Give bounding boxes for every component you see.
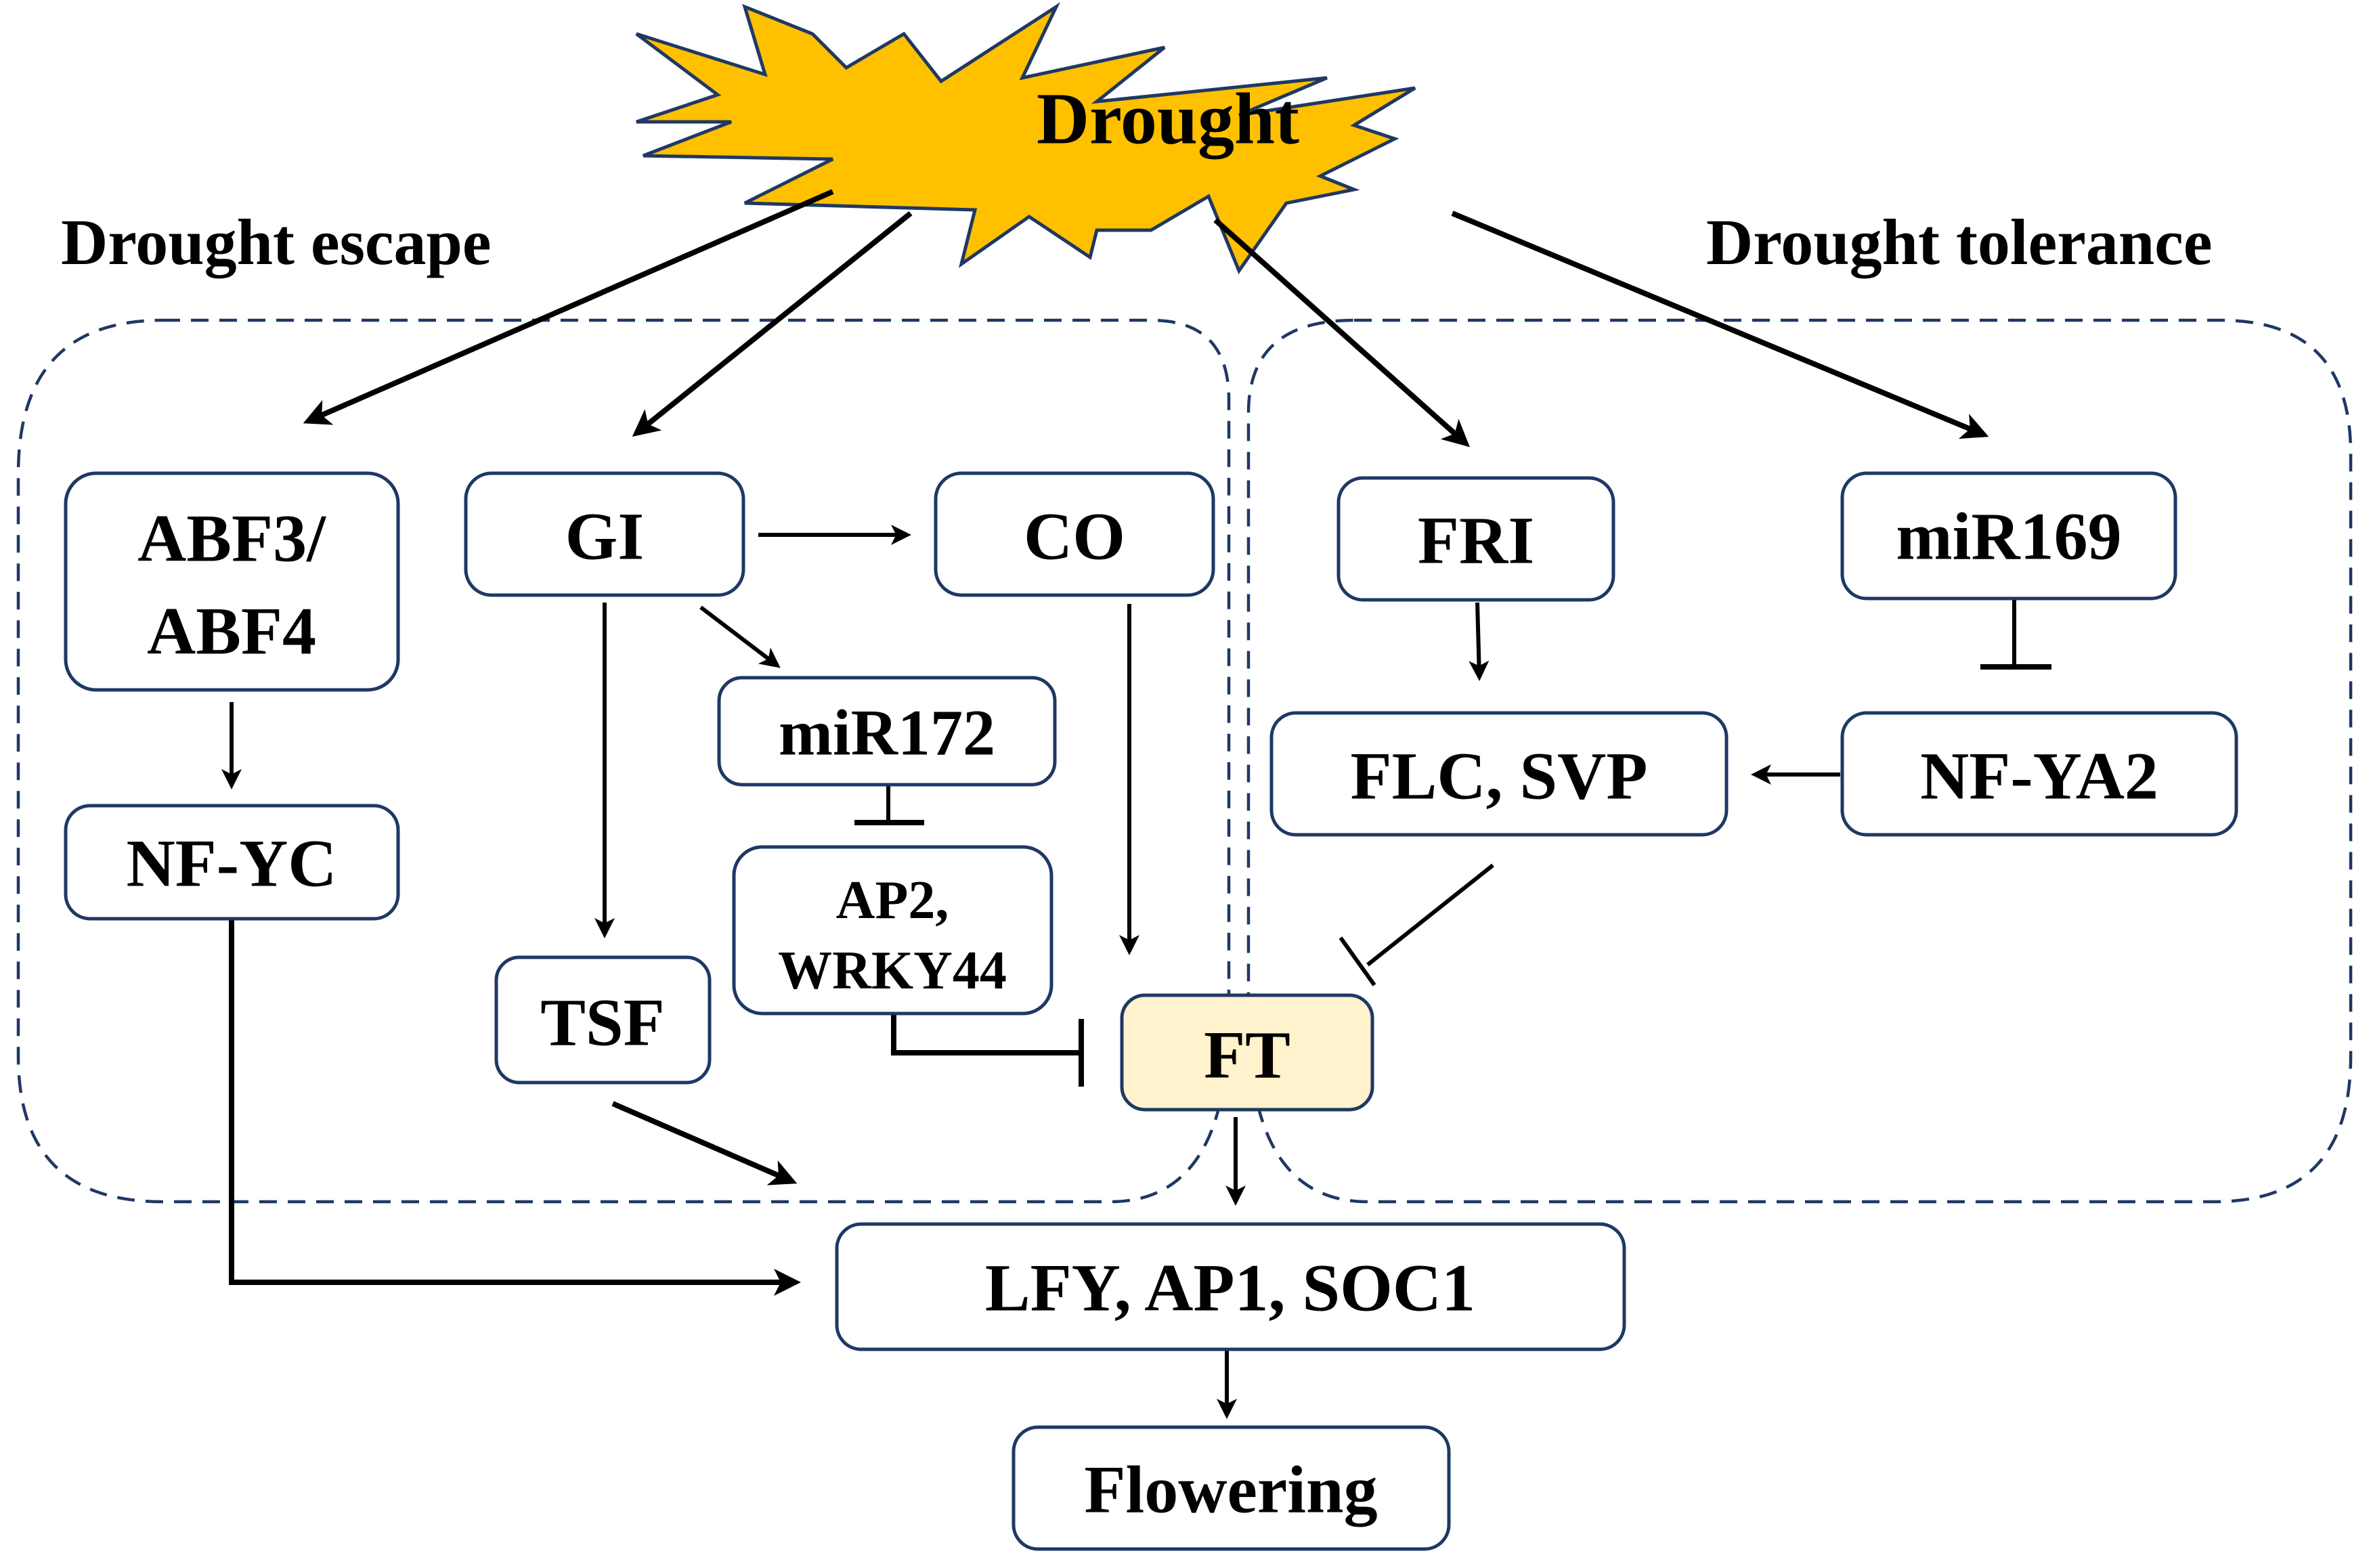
node-lfy-label: LFY, AP1, SOC1: [985, 1250, 1475, 1326]
node-gi: GI: [464, 471, 745, 597]
edge-gi-mir172: [699, 605, 781, 668]
node-ft: FT: [1120, 993, 1374, 1112]
node-abf3-abf4: ABF3/ ABF4: [64, 471, 400, 692]
node-ft-label: FT: [1204, 1018, 1290, 1093]
node-flc-label: FLC, SVP: [1351, 739, 1648, 814]
node-mir172-label: miR172: [779, 697, 995, 769]
node-flowering: Flowering: [1012, 1425, 1451, 1551]
drought-escape-group: [16, 318, 1231, 1204]
node-gi-label: GI: [565, 499, 645, 574]
edge-fri-flc: [1469, 602, 1490, 681]
node-fri-label: FRI: [1418, 503, 1534, 578]
edge-ap2-ft: [891, 1015, 1081, 1055]
edge-tsf-lfy: [611, 1101, 798, 1185]
node-co-label: CO: [1024, 499, 1125, 574]
node-mir172: miR172: [717, 676, 1057, 787]
drought-title: Drought: [1037, 79, 1299, 160]
node-abf-line2: ABF4: [147, 594, 316, 669]
node-flc-svp: FLC, SVP: [1269, 711, 1729, 837]
node-nfyc-label: NF-YC: [126, 826, 336, 901]
edge-nfyc-lfy: [229, 920, 801, 1296]
drought-starburst-icon: [635, 2, 1416, 275]
node-mir169: miR169: [1840, 471, 2177, 601]
node-ap2-wrky44: AP2, WRKY44: [732, 845, 1053, 1016]
node-nfya2-label: NF-YA2: [1920, 739, 2158, 814]
node-co: CO: [934, 471, 1215, 597]
drought-tolerance-group: [1246, 318, 2353, 1204]
edge-drought-fri: [1213, 218, 1470, 448]
node-tsf: TSF: [494, 955, 712, 1085]
drought-tolerance-label: Drought tolerance: [1706, 206, 2212, 278]
node-nf-ya2: NF-YA2: [1840, 711, 2238, 837]
node-abf-line1: ABF3/: [137, 501, 326, 576]
node-fri: FRI: [1336, 476, 1615, 602]
edge-drought-abf: [303, 189, 834, 425]
node-tsf-label: TSF: [540, 985, 664, 1060]
node-flowering-label: Flowering: [1084, 1452, 1377, 1527]
drought-escape-label: Drought escape: [61, 206, 492, 278]
node-ap2-line1: AP2,: [836, 871, 949, 930]
edge-drought-gi: [632, 211, 913, 437]
node-ap2-line2: WRKY44: [778, 941, 1007, 1001]
edge-drought-mir169: [1451, 211, 1989, 439]
inhibit-bar-ft-right: [1339, 936, 1376, 986]
node-lfy-ap1-soc1: LFY, AP1, SOC1: [835, 1222, 1626, 1351]
node-mir169-label: miR169: [1896, 499, 2121, 574]
node-nf-yc: NF-YC: [64, 804, 400, 921]
edge-flc-ft: [1366, 863, 1494, 967]
